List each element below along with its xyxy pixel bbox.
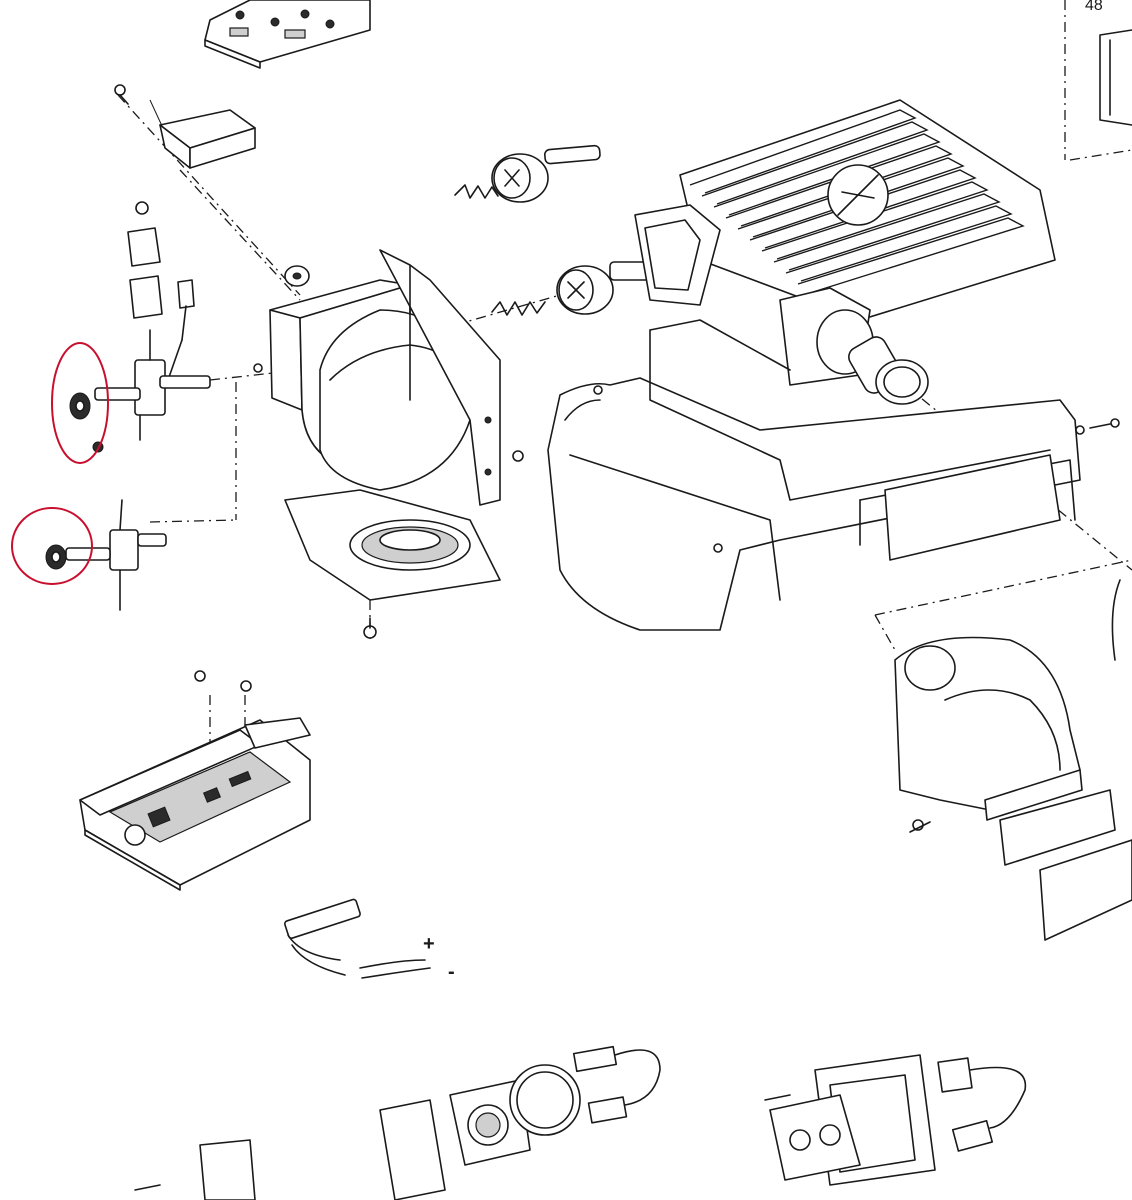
valve-assembly-upper [69, 201, 263, 453]
side-bracket-right [1099, 29, 1132, 126]
control-panel-left [134, 1045, 661, 1200]
combustion-fan [894, 636, 1132, 941]
highlight-circle-upper-gear [51, 342, 109, 464]
part-number-label: 48 [1085, 0, 1103, 14]
burner-tray [547, 319, 1121, 661]
highlight-circle-lower-gear [11, 507, 93, 585]
minus-sign: - [448, 961, 455, 983]
relay-box [114, 84, 256, 169]
fan-wheel-upper [454, 144, 601, 203]
circuit-board-top [204, 0, 371, 69]
blower-housing [269, 249, 524, 639]
grommet [284, 265, 310, 287]
valve-assembly-lower [45, 499, 167, 611]
wiring-harness: + - [284, 898, 455, 983]
control-box [79, 670, 311, 891]
control-panel-right [764, 1054, 1027, 1186]
heat-exchanger [634, 99, 1056, 405]
fan-wheel-lower [491, 261, 656, 316]
plus-sign: + [423, 933, 435, 955]
